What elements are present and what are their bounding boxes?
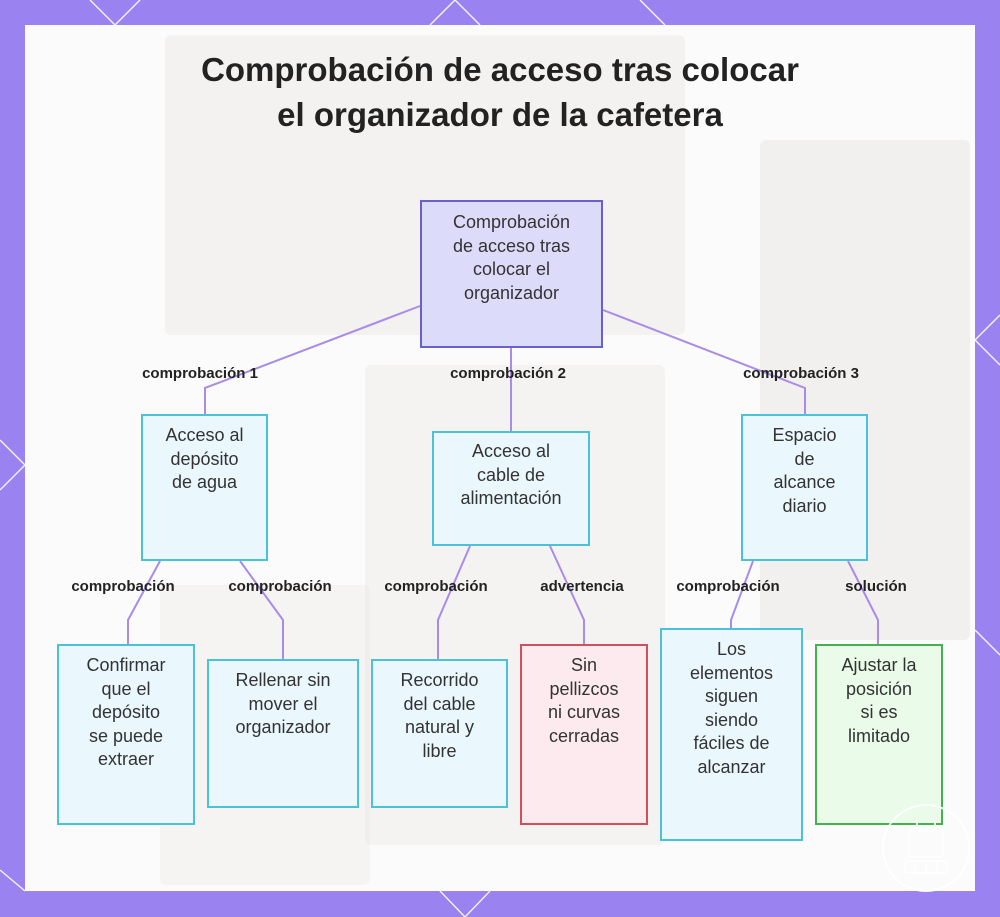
- edge-label-recorrido: comprobación: [384, 578, 487, 595]
- node-elementos-alcanzables: Los elementos siguen siendo fáciles de a…: [660, 628, 803, 841]
- node-text-line: que el: [86, 678, 165, 702]
- connector-cable-to-recorrido: [438, 546, 470, 659]
- node-text-line: organizador: [235, 716, 330, 740]
- node-text-line: libre: [400, 740, 478, 764]
- node-text-line: Espacio: [772, 424, 836, 448]
- node-text-line: siguen: [690, 685, 773, 709]
- node-rellenar-sin-mover: Rellenar sin mover el organizador: [207, 659, 359, 808]
- connector-espacio-to-ajustar: [848, 561, 878, 644]
- node-text-line: cerradas: [548, 725, 620, 749]
- edge-label-rellenar: comprobación: [228, 578, 331, 595]
- connector-root-to-espacio: [603, 310, 805, 414]
- root-node: Comprobación de acceso tras colocar el o…: [420, 200, 603, 348]
- edge-label-confirmar: comprobación: [71, 578, 174, 595]
- node-text-line: Sin: [548, 654, 620, 678]
- node-confirmar-deposito: Confirmar que el depósito se puede extra…: [57, 644, 195, 825]
- node-text-line: mover el: [235, 693, 330, 717]
- node-text-line: alcance: [772, 471, 836, 495]
- node-text-line: de agua: [165, 471, 243, 495]
- node-text-line: ni curvas: [548, 701, 620, 725]
- node-text-line: alcanzar: [690, 756, 773, 780]
- node-text-line: Ajustar la: [841, 654, 916, 678]
- node-text-line: siendo: [690, 709, 773, 733]
- connector-cable-to-sin-pellizcos: [550, 546, 584, 644]
- edge-label-elementos: comprobación: [676, 578, 779, 595]
- node-text-line: organizador: [453, 282, 570, 306]
- node-text-line: de: [772, 448, 836, 472]
- node-text-line: Acceso al: [165, 424, 243, 448]
- node-text-line: Acceso al: [460, 440, 561, 464]
- watermark-logo-icon: [881, 803, 971, 893]
- node-text-line: Los: [690, 638, 773, 662]
- node-text-line: Comprobación: [453, 211, 570, 235]
- node-acceso-deposito: Acceso al depósito de agua: [141, 414, 268, 561]
- node-text-line: Rellenar sin: [235, 669, 330, 693]
- node-text-line: se puede: [86, 725, 165, 749]
- node-text-line: cable de: [460, 464, 561, 488]
- node-acceso-cable: Acceso al cable de alimentación: [432, 431, 590, 546]
- node-text-line: colocar el: [453, 258, 570, 282]
- node-sin-pellizcos: Sin pellizcos ni curvas cerradas: [520, 644, 648, 825]
- node-ajustar-posicion: Ajustar la posición si es limitado: [815, 644, 943, 825]
- edge-label-advertencia: advertencia: [540, 578, 623, 595]
- node-text-line: del cable: [400, 693, 478, 717]
- node-text-line: de acceso tras: [453, 235, 570, 259]
- edge-label-comprobacion-3: comprobación 3: [743, 365, 859, 382]
- node-text-line: si es: [841, 701, 916, 725]
- edge-label-comprobacion-2: comprobación 2: [450, 365, 566, 382]
- connector-deposito-to-confirmar: [128, 561, 160, 644]
- node-text-line: extraer: [86, 748, 165, 772]
- node-text-line: diario: [772, 495, 836, 519]
- node-text-line: pellizcos: [548, 678, 620, 702]
- node-recorrido-cable: Recorrido del cable natural y libre: [371, 659, 508, 808]
- node-text-line: depósito: [165, 448, 243, 472]
- edge-label-comprobacion-1: comprobación 1: [142, 365, 258, 382]
- node-text-line: depósito: [86, 701, 165, 725]
- node-text-line: fáciles de: [690, 732, 773, 756]
- node-text-line: natural y: [400, 716, 478, 740]
- node-text-line: Recorrido: [400, 669, 478, 693]
- node-espacio-alcance: Espacio de alcance diario: [741, 414, 868, 561]
- node-text-line: posición: [841, 678, 916, 702]
- connector-deposito-to-rellenar: [240, 561, 283, 659]
- edge-label-solucion: solución: [845, 578, 907, 595]
- node-text-line: alimentación: [460, 487, 561, 511]
- connector-root-to-deposito: [205, 306, 420, 414]
- node-text-line: elementos: [690, 662, 773, 686]
- node-text-line: Confirmar: [86, 654, 165, 678]
- node-text-line: limitado: [841, 725, 916, 749]
